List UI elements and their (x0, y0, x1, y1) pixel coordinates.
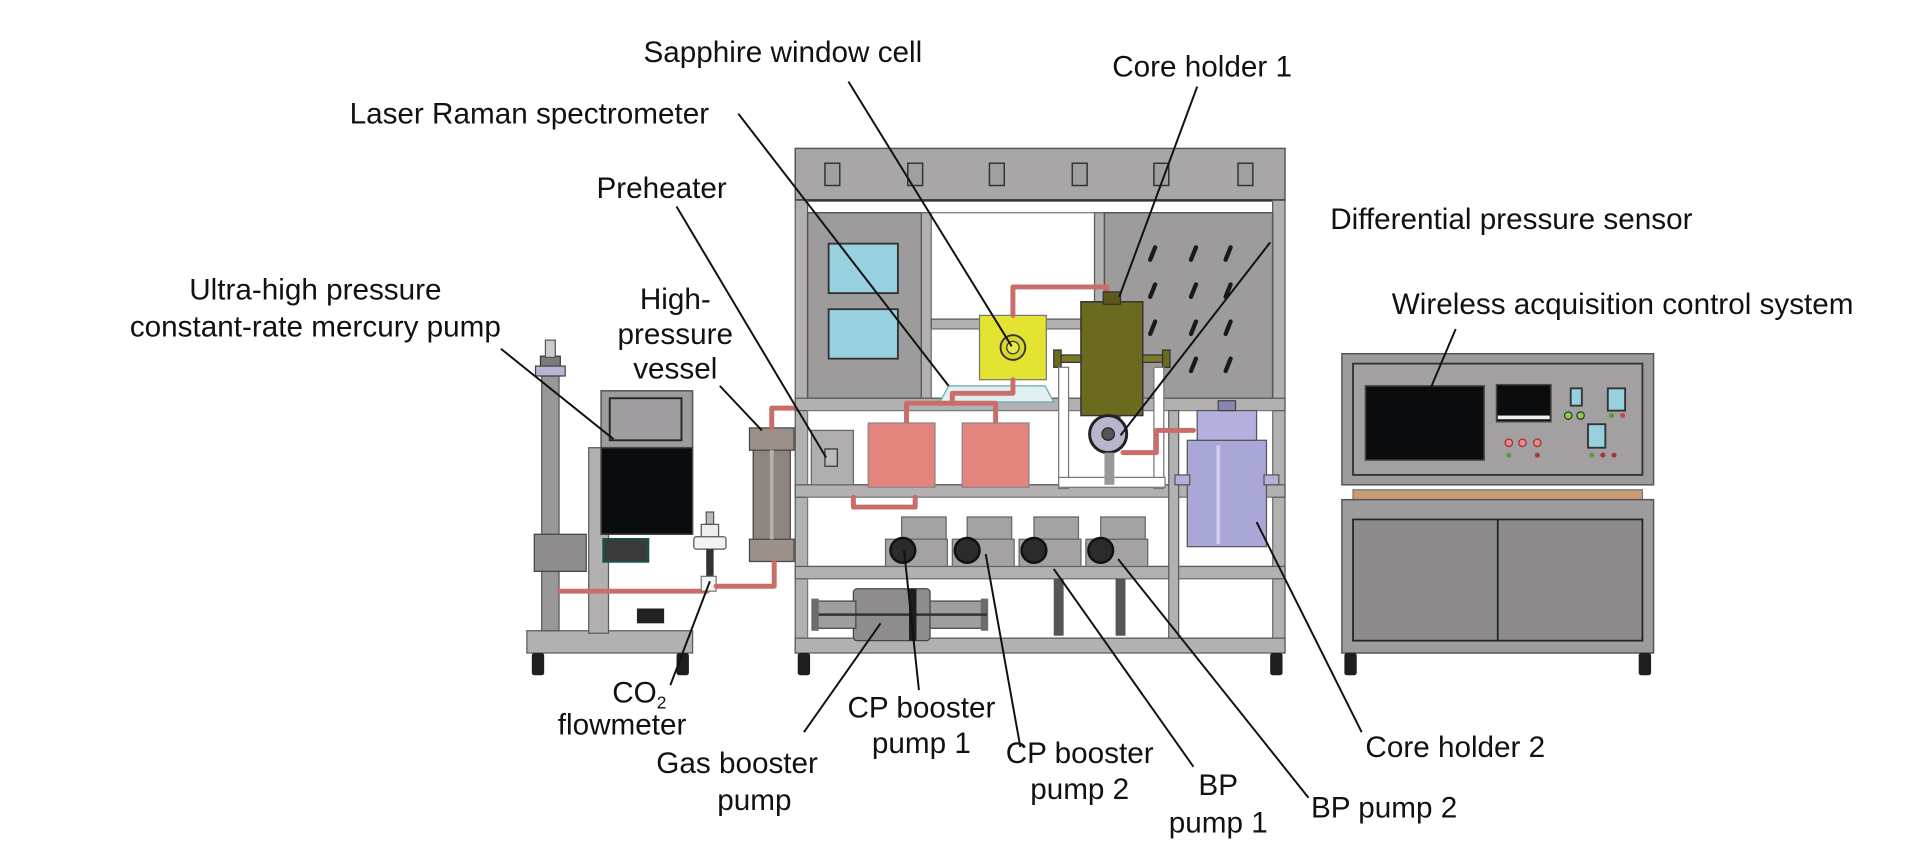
label-gas-booster-line1: Gas booster (656, 747, 818, 780)
label-cp-booster-1-line1: CP booster (847, 691, 995, 724)
label-wireless-acquisition: Wireless acquisition control system (1392, 288, 1854, 321)
frame-post-left (794, 199, 809, 654)
bp-pump-1 (1018, 516, 1082, 568)
high-pressure-vessel (713, 405, 819, 589)
pump-body (600, 446, 694, 536)
label-bp-pump-2: BP pump 2 (1311, 792, 1457, 825)
container-1 (867, 422, 936, 488)
label-differential-pressure-sensor: Differential pressure sensor (1330, 203, 1692, 236)
leader-lines (500, 81, 1457, 799)
main-monitor (1364, 385, 1485, 461)
leader-core-holder-1 (1118, 86, 1199, 298)
caster (797, 653, 811, 676)
leader-core-holder-2 (1255, 521, 1363, 733)
leader-gas-booster (803, 622, 882, 733)
pipe (949, 400, 999, 426)
piston-cylinder (541, 370, 560, 632)
co2-text: CO (612, 676, 657, 709)
pipe (1120, 427, 1196, 456)
sapphire-window-cell (978, 284, 1110, 381)
label-bp-pump-1-line2: pump 1 (1169, 806, 1268, 839)
bp-pump-2 (1085, 516, 1149, 568)
label-mercury-pump-line2: constant-rate mercury pump (130, 310, 501, 343)
leader-hp-vessel (719, 385, 763, 432)
leader-cp-booster-1 (903, 550, 920, 691)
label-laser-raman: Laser Raman spectrometer (350, 98, 710, 131)
shelf-2 (794, 565, 1286, 580)
label-bp-pump-1-line1: BP (1198, 769, 1238, 802)
gas-booster-pump (811, 588, 989, 642)
label-sapphire-window-cell: Sapphire window cell (644, 36, 923, 69)
piston-clamp (533, 533, 587, 573)
gauge-3 (1587, 423, 1607, 449)
left-panel-screen-2 (827, 308, 899, 360)
leader-bp-pump-1 (1052, 568, 1195, 768)
pipe (713, 559, 777, 589)
label-flowmeter: flowmeter (558, 709, 687, 742)
core-holder-2-body (1186, 439, 1268, 548)
container-2 (961, 422, 1030, 488)
label-core-holder-1: Core holder 1 (1112, 51, 1292, 84)
panel-valves (1148, 245, 1233, 374)
leader-sapphire (847, 81, 1013, 347)
frame-post-right (1272, 199, 1286, 654)
leader-co2-flowmeter (669, 580, 711, 686)
motor (602, 537, 650, 563)
leader-laser-raman (737, 113, 950, 387)
label-core-holder-2: Core holder 2 (1365, 731, 1545, 764)
leader-dp-sensor (1119, 241, 1271, 436)
preheater (810, 429, 854, 486)
booster-pumps (884, 516, 1149, 636)
leader-cp-booster-2 (984, 553, 1022, 748)
indicator-lights (1504, 411, 1626, 458)
piston-cap (544, 339, 556, 359)
cp-booster-pump-1 (884, 516, 948, 568)
label-gas-booster-line2: pump (717, 784, 791, 817)
piston-valve (534, 365, 566, 377)
co2-flowmeter (693, 511, 727, 592)
label-cp-booster-2-line2: pump 2 (1030, 773, 1129, 806)
leader-wireless (1427, 328, 1457, 394)
caster (1344, 653, 1357, 676)
label-preheater: Preheater (597, 172, 727, 205)
gauge-1 (1569, 387, 1583, 407)
label-hp-vessel-line1: High- (640, 283, 711, 316)
mercury-pump-cart (526, 339, 710, 676)
intermediate-containers (850, 422, 1030, 510)
label-hp-vessel-line2: pressure (618, 318, 733, 351)
frame-base (794, 637, 1286, 654)
label-hp-vessel-line3: vessel (633, 352, 717, 385)
label-cp-booster-2-line1: CP booster (1006, 737, 1154, 770)
pipe (850, 494, 918, 510)
cp-booster-pump-2 (951, 516, 1015, 568)
laser-raman-spectrometer (904, 377, 1055, 426)
label-cp-booster-1-line2: pump 1 (872, 727, 971, 760)
gauge-2 (1606, 387, 1627, 412)
caster (1270, 653, 1283, 676)
co2-subscript: 2 (657, 693, 667, 713)
wood-strip (1352, 489, 1644, 501)
leader-mercury-pump (500, 347, 615, 440)
core-holder-1-body (1080, 301, 1144, 417)
wireless-acquisition-control-system (1341, 352, 1655, 676)
labels: Sapphire window cell Core holder 1 Laser… (130, 36, 1854, 840)
left-panel-screen-1 (827, 242, 899, 295)
leader-bp-pump-2 (1117, 558, 1310, 799)
connector-block (636, 608, 665, 624)
label-co2: CO2 (612, 676, 666, 712)
pump-display (608, 397, 683, 442)
left-panel (806, 211, 923, 399)
leader-preheater (675, 206, 828, 459)
caster (1638, 653, 1652, 676)
caster (531, 653, 545, 676)
core-holder-2 (1174, 400, 1280, 548)
label-mercury-pump-line1: Ultra-high pressure (189, 273, 441, 306)
top-cabinet (794, 147, 1286, 202)
differential-pressure-sensor (1088, 414, 1196, 485)
cart-base (526, 630, 694, 654)
top-indicators (824, 162, 1254, 187)
pipe (904, 377, 1016, 426)
